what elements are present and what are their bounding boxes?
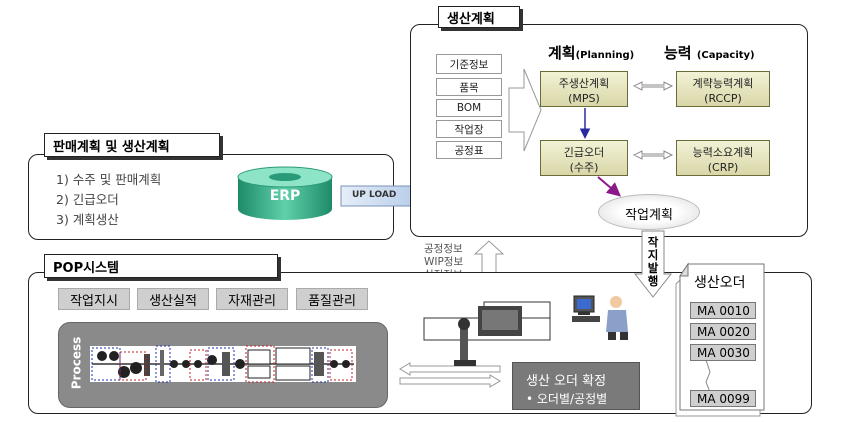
sales-plan-item: 2) 긴급오더 bbox=[56, 192, 119, 207]
crp-box: 능력소요계획 (CRP) bbox=[676, 140, 770, 176]
planning-header-main: 계획 bbox=[548, 44, 576, 62]
rccp-abbr: (RCCP) bbox=[704, 92, 742, 105]
process-label: Process bbox=[69, 336, 84, 390]
issue-char: 발 bbox=[647, 261, 659, 275]
crp-label: 능력소요계획 bbox=[692, 146, 754, 159]
sales-plan-tag: 판매계획 및 생산계획 bbox=[44, 133, 220, 157]
feedback-item: 공정정보 bbox=[424, 243, 463, 255]
material-management-button[interactable]: 자재관리 bbox=[216, 288, 288, 310]
base-info-box: 공정표 bbox=[436, 141, 502, 159]
issue-char: 작 bbox=[647, 235, 659, 249]
production-order-item[interactable]: MA 0020 bbox=[690, 323, 756, 340]
sales-plan-panel bbox=[28, 154, 394, 240]
work-order-button[interactable]: 작업지시 bbox=[58, 288, 130, 310]
base-info-arrow bbox=[508, 68, 542, 152]
order-confirm-sub: • 오더별/공정별 bbox=[526, 392, 608, 406]
base-info-box: BOM bbox=[436, 99, 502, 117]
mps-box: 주생산계획 (MPS) bbox=[540, 71, 628, 107]
planning-header-sub: (Planning) bbox=[575, 50, 635, 61]
mps-abbr: (MPS) bbox=[568, 92, 600, 105]
base-info-box: 품목 bbox=[436, 78, 502, 96]
issue-arrow-label: 작 지 발 행 bbox=[645, 236, 661, 288]
upload-label: UP LOAD bbox=[352, 190, 397, 200]
capacity-header: 능력 (Capacity) bbox=[664, 42, 755, 63]
capacity-header-main: 능력 bbox=[664, 44, 692, 62]
erp-cylinder bbox=[237, 166, 333, 220]
production-order-item[interactable]: MA 0099 bbox=[690, 390, 756, 407]
work-plan-ellipse bbox=[598, 194, 700, 230]
urgent-order-label: 긴급오더 bbox=[563, 146, 605, 159]
order-confirm-title: 생산 오더 확정 bbox=[526, 374, 607, 389]
feedback-item: WIP정보 bbox=[424, 256, 464, 268]
process-line-diagram bbox=[90, 345, 356, 383]
urgent-order-abbr: (수주) bbox=[569, 161, 599, 174]
base-info-box: 기준정보 bbox=[436, 54, 502, 74]
sales-plan-item: 3) 계획생산 bbox=[56, 212, 119, 227]
feedback-up-arrow bbox=[474, 240, 504, 274]
crp-abbr: (CRP) bbox=[707, 161, 739, 174]
issue-char: 행 bbox=[647, 274, 659, 288]
issue-char: 지 bbox=[647, 248, 659, 262]
pop-system-tag: POP시스템 bbox=[44, 254, 278, 278]
production-order-title: 생산오더 bbox=[694, 275, 746, 291]
rccp-box: 계략능력계획 (RCCP) bbox=[676, 71, 770, 107]
work-plan-label: 작업계획 bbox=[625, 208, 673, 223]
production-order-item[interactable]: MA 0030 bbox=[690, 344, 756, 361]
machine-illustration bbox=[423, 301, 551, 366]
quality-management-button[interactable]: 품질관리 bbox=[296, 288, 368, 310]
erp-label: ERP bbox=[269, 188, 301, 204]
sales-plan-list: 1) 수주 및 판매계획 2) 긴급오더 3) 계획생산 bbox=[56, 170, 161, 230]
process-exchange-arrow bbox=[399, 362, 501, 388]
operator-computer-illustration bbox=[572, 295, 628, 340]
planning-connectors bbox=[579, 81, 674, 197]
mps-label: 주생산계획 bbox=[558, 77, 610, 90]
order-confirm-box bbox=[512, 362, 640, 410]
production-result-button[interactable]: 생산실적 bbox=[137, 288, 209, 310]
urgent-order-box: 긴급오더 (수주) bbox=[540, 140, 628, 176]
production-order-item[interactable]: MA 0010 bbox=[690, 302, 756, 319]
base-info-box: 작업장 bbox=[436, 120, 502, 138]
rccp-label: 계략능력계획 bbox=[692, 77, 754, 90]
capacity-header-sub: (Capacity) bbox=[696, 50, 755, 61]
issue-down-arrow bbox=[634, 230, 672, 298]
production-planning-tag: 생산계획 bbox=[438, 6, 520, 28]
planning-header: 계획(Planning) bbox=[548, 42, 634, 63]
sales-plan-item: 1) 수주 및 판매계획 bbox=[56, 172, 162, 187]
